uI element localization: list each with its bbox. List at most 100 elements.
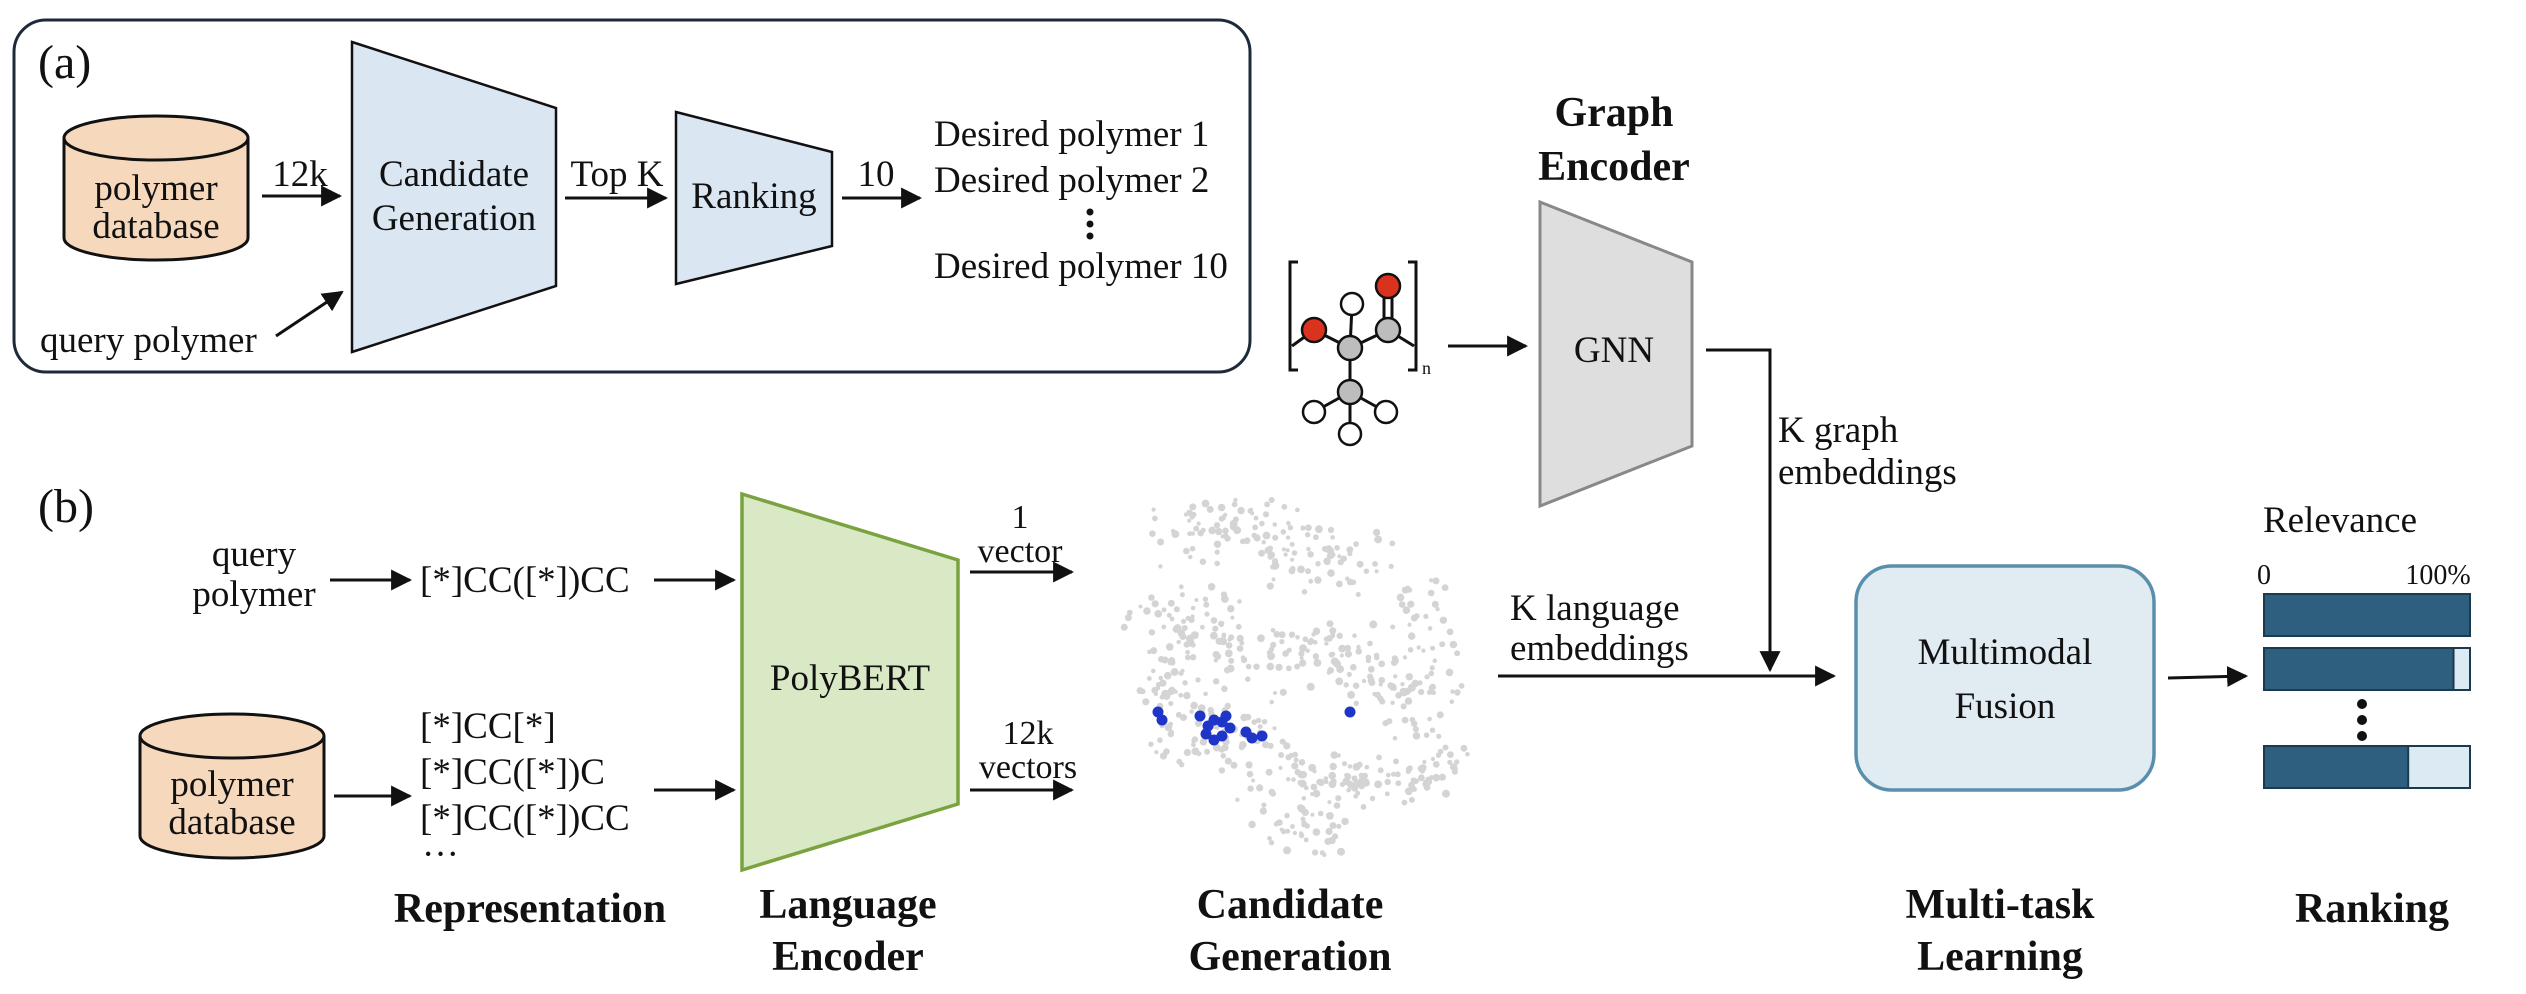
scatter-point-gray	[1285, 535, 1291, 540]
scatter-point-gray	[1279, 688, 1287, 696]
scatter-point-gray	[1356, 761, 1363, 768]
scatter-point-gray	[1328, 836, 1336, 845]
scatter-point-gray	[1395, 780, 1402, 787]
scatter-point-gray	[1446, 628, 1454, 636]
scatter-point-gray	[1253, 515, 1259, 521]
scatter-point-gray	[1178, 584, 1184, 590]
scatter-point-gray	[1291, 762, 1299, 770]
scatter-point-gray	[1220, 515, 1227, 521]
scatter-point-gray	[1179, 762, 1185, 768]
scatter-point-gray	[1147, 649, 1152, 655]
scatter-point-blue	[1344, 706, 1356, 718]
scatter-point-gray	[1146, 676, 1152, 681]
panel-a-frame	[12, 18, 1252, 374]
scatter-point-gray	[1447, 751, 1454, 758]
scatter-point-gray	[1451, 768, 1458, 775]
desired-polymer-2: Desired polymer 2	[934, 160, 1209, 201]
scatter-point-gray	[1259, 520, 1265, 527]
scatter-point-gray	[1288, 631, 1296, 638]
scatter-point-gray	[1167, 599, 1175, 607]
scatter-point-gray	[1283, 846, 1292, 855]
scatter-point-gray	[1271, 561, 1280, 570]
scatter-point-gray	[1207, 583, 1216, 591]
scatter-point-gray	[1336, 632, 1343, 639]
relevance-max: 100%	[2405, 560, 2470, 591]
scatter-point-gray	[1315, 525, 1323, 534]
scatter-point-gray	[1268, 840, 1275, 846]
scatter-point-gray	[1183, 547, 1190, 555]
many-vectors-line1: 12k	[1003, 715, 1054, 752]
scatter-point-gray	[1214, 549, 1220, 555]
scatter-point-gray	[1404, 787, 1413, 796]
gnn-block	[1538, 199, 1694, 509]
scatter-point-gray	[1301, 820, 1307, 826]
scatter-point-gray	[1429, 665, 1435, 671]
scatter-point-gray	[1262, 531, 1271, 540]
scatter-point-gray	[1268, 497, 1275, 503]
scatter-point-gray	[1417, 765, 1425, 773]
scatter-point-gray	[1407, 647, 1414, 653]
scatter-point-gray	[1305, 532, 1311, 538]
scatter-point-gray	[1292, 751, 1298, 758]
scatter-point-gray	[1271, 577, 1276, 582]
scatter-point-gray	[1229, 519, 1238, 528]
scatter-point-blue	[1194, 710, 1206, 722]
stage-candidate-line1: Candidate	[1197, 882, 1384, 928]
scatter-point-gray	[1230, 615, 1235, 620]
scatter-point-gray	[1255, 717, 1262, 724]
scatter-point-gray	[1310, 812, 1315, 817]
scatter-point-gray	[1189, 709, 1194, 714]
scatter-point-gray	[1215, 527, 1223, 536]
smiles-more: ···	[422, 834, 459, 875]
scatter-point-gray	[1126, 609, 1133, 616]
scatter-point-gray	[1138, 604, 1143, 609]
scatter-point-gray	[1400, 682, 1405, 687]
graph-embeddings-line1: K graph	[1778, 410, 1899, 451]
scatter-point-gray	[1208, 526, 1216, 535]
scatter-point-gray	[1278, 752, 1285, 758]
scatter-point-gray	[1187, 531, 1192, 537]
scatter-point-gray	[1150, 647, 1158, 655]
scatter-point-gray	[1413, 613, 1420, 619]
scatter-point-gray	[1236, 645, 1244, 652]
scatter-point-gray	[1422, 780, 1430, 788]
scatter-point-gray	[1439, 641, 1446, 648]
scatter-point-gray	[1266, 582, 1274, 590]
scatter-point-gray	[1337, 559, 1344, 566]
scatter-point-gray	[1280, 529, 1287, 535]
scatter-point-gray	[1382, 720, 1389, 727]
scatter-point-gray	[1161, 656, 1169, 664]
scatter-point-gray	[1295, 507, 1300, 513]
scatter-point-gray	[1176, 639, 1181, 645]
scatter-point-gray	[1421, 648, 1426, 653]
scatter-point-gray	[1361, 678, 1367, 684]
scatter-point-gray	[1335, 677, 1344, 686]
scatter-point-gray	[1286, 665, 1292, 672]
scatter-point-gray	[1449, 699, 1455, 704]
scatter-point-gray	[1418, 774, 1425, 782]
scatter-point-gray	[1447, 759, 1453, 765]
candidate-generation-block	[350, 40, 558, 354]
scatter-point-gray	[1367, 640, 1373, 647]
scatter-point-gray	[1328, 652, 1335, 658]
panel-a-label: (a)	[38, 36, 91, 89]
scatter-point-gray	[1187, 518, 1192, 523]
scatter-point-gray	[1454, 759, 1460, 765]
scatter-point-gray	[1367, 665, 1375, 673]
scatter-point-gray	[1303, 837, 1309, 843]
scatter-point-gray	[1168, 686, 1176, 695]
scatter-point-gray	[1228, 657, 1235, 664]
scatter-point-gray	[1423, 732, 1430, 738]
scatter-point-gray	[1458, 683, 1465, 689]
scatter-point-gray	[1429, 727, 1436, 733]
scatter-point-gray	[1436, 711, 1444, 719]
relevance-bars	[2263, 593, 2471, 789]
scatter-point-gray	[1190, 631, 1199, 640]
scatter-point-gray	[1374, 535, 1382, 544]
relevance-bar-fill	[2263, 745, 2410, 789]
scatter-point-gray	[1442, 789, 1450, 798]
scatter-point-gray	[1213, 540, 1222, 548]
scatter-point-gray	[1168, 700, 1174, 707]
scatter-point-gray	[1282, 650, 1289, 657]
scatter-point-gray	[1369, 620, 1378, 629]
